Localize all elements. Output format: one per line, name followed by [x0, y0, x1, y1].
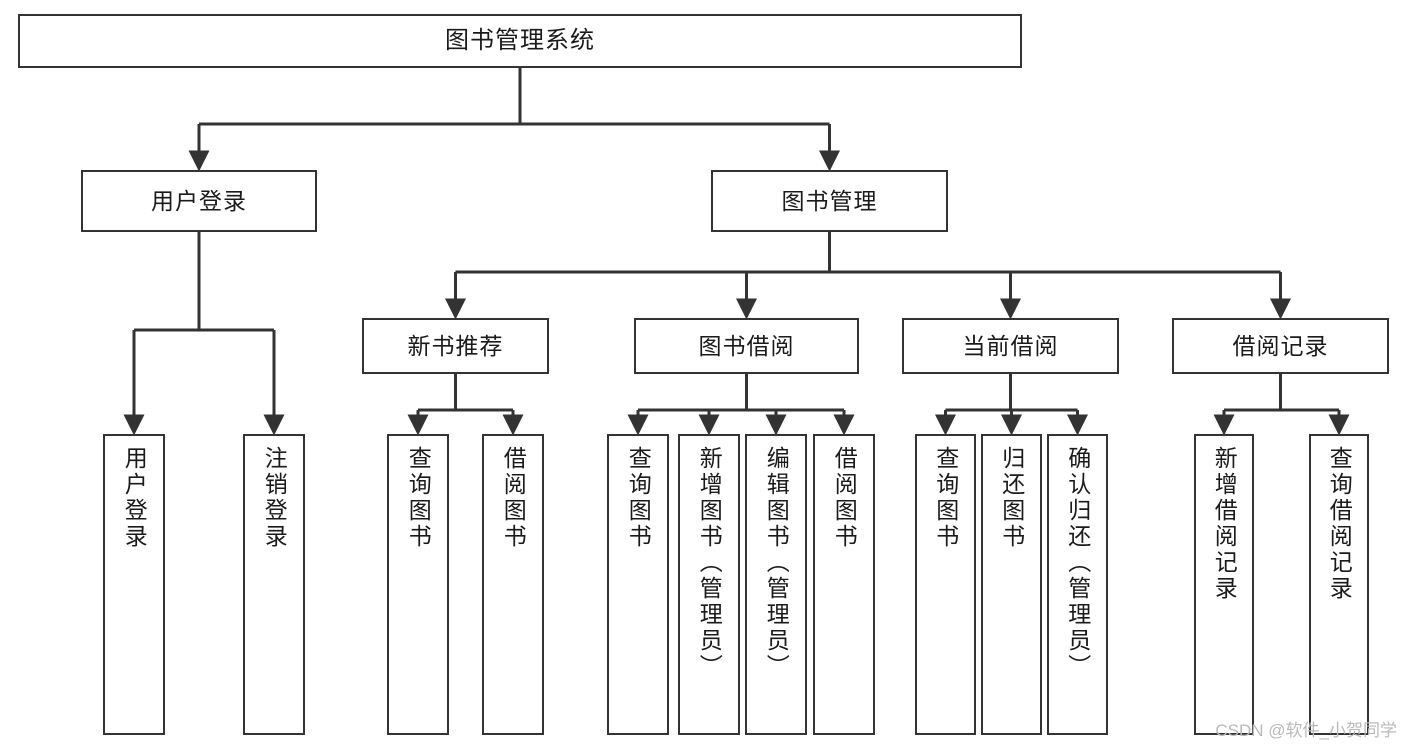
- node-leaf-confirm-return[interactable]: 确认归还（管理员）: [1047, 434, 1108, 735]
- node-root[interactable]: 图书管理系统: [18, 14, 1022, 68]
- node-label: 归还图书: [998, 446, 1025, 550]
- node-label: 查询图书: [932, 446, 959, 550]
- node-borrow-record[interactable]: 借阅记录: [1172, 318, 1389, 374]
- node-leaf-user-login[interactable]: 用户登录: [103, 434, 165, 735]
- node-leaf-add-record[interactable]: 新增借阅记录: [1194, 434, 1254, 735]
- node-leaf-add-book[interactable]: 新增图书（管理员）: [678, 434, 740, 735]
- node-label: 用户登录: [121, 446, 148, 550]
- node-leaf-borrow-book-2[interactable]: 借阅图书: [813, 434, 875, 735]
- node-label: 新增借阅记录: [1211, 446, 1238, 602]
- node-label: 借阅记录: [1232, 332, 1329, 359]
- node-label: 查询图书: [405, 446, 432, 550]
- node-book-management[interactable]: 图书管理: [711, 170, 948, 232]
- node-label: 确认归还（管理员）: [1064, 446, 1091, 680]
- node-label: 查询图书: [625, 446, 652, 550]
- node-label: 当前借阅: [962, 332, 1059, 359]
- node-label: 新增图书（管理员）: [696, 446, 723, 680]
- node-new-book-recommend[interactable]: 新书推荐: [362, 318, 549, 374]
- node-label: 用户登录: [151, 187, 247, 214]
- node-label: 图书管理: [781, 187, 878, 214]
- watermark-text: CSDN @软件_小贺同学: [1215, 721, 1397, 740]
- node-leaf-logout[interactable]: 注销登录: [243, 434, 305, 735]
- node-leaf-query-book-1[interactable]: 查询图书: [387, 434, 449, 735]
- node-leaf-query-record[interactable]: 查询借阅记录: [1309, 434, 1369, 735]
- node-leaf-query-book-2[interactable]: 查询图书: [607, 434, 669, 735]
- node-leaf-return-book[interactable]: 归还图书: [981, 434, 1042, 735]
- node-book-borrow[interactable]: 图书借阅: [634, 318, 859, 374]
- node-leaf-edit-book[interactable]: 编辑图书（管理员）: [745, 434, 807, 735]
- edge-paths: [123, 68, 1350, 436]
- node-label: 查询借阅记录: [1326, 446, 1353, 602]
- node-leaf-query-book-3[interactable]: 查询图书: [915, 434, 976, 735]
- node-user-login[interactable]: 用户登录: [81, 170, 317, 232]
- node-label: 编辑图书（管理员）: [763, 446, 790, 680]
- node-label: 借阅图书: [500, 446, 527, 550]
- node-current-borrow[interactable]: 当前借阅: [902, 318, 1119, 374]
- node-label: 新书推荐: [407, 332, 504, 359]
- node-label: 借阅图书: [831, 446, 858, 550]
- node-leaf-borrow-book-1[interactable]: 借阅图书: [482, 434, 544, 735]
- node-label: 图书管理系统: [445, 27, 595, 55]
- node-label: 图书借阅: [698, 332, 795, 359]
- node-label: 注销登录: [261, 446, 288, 550]
